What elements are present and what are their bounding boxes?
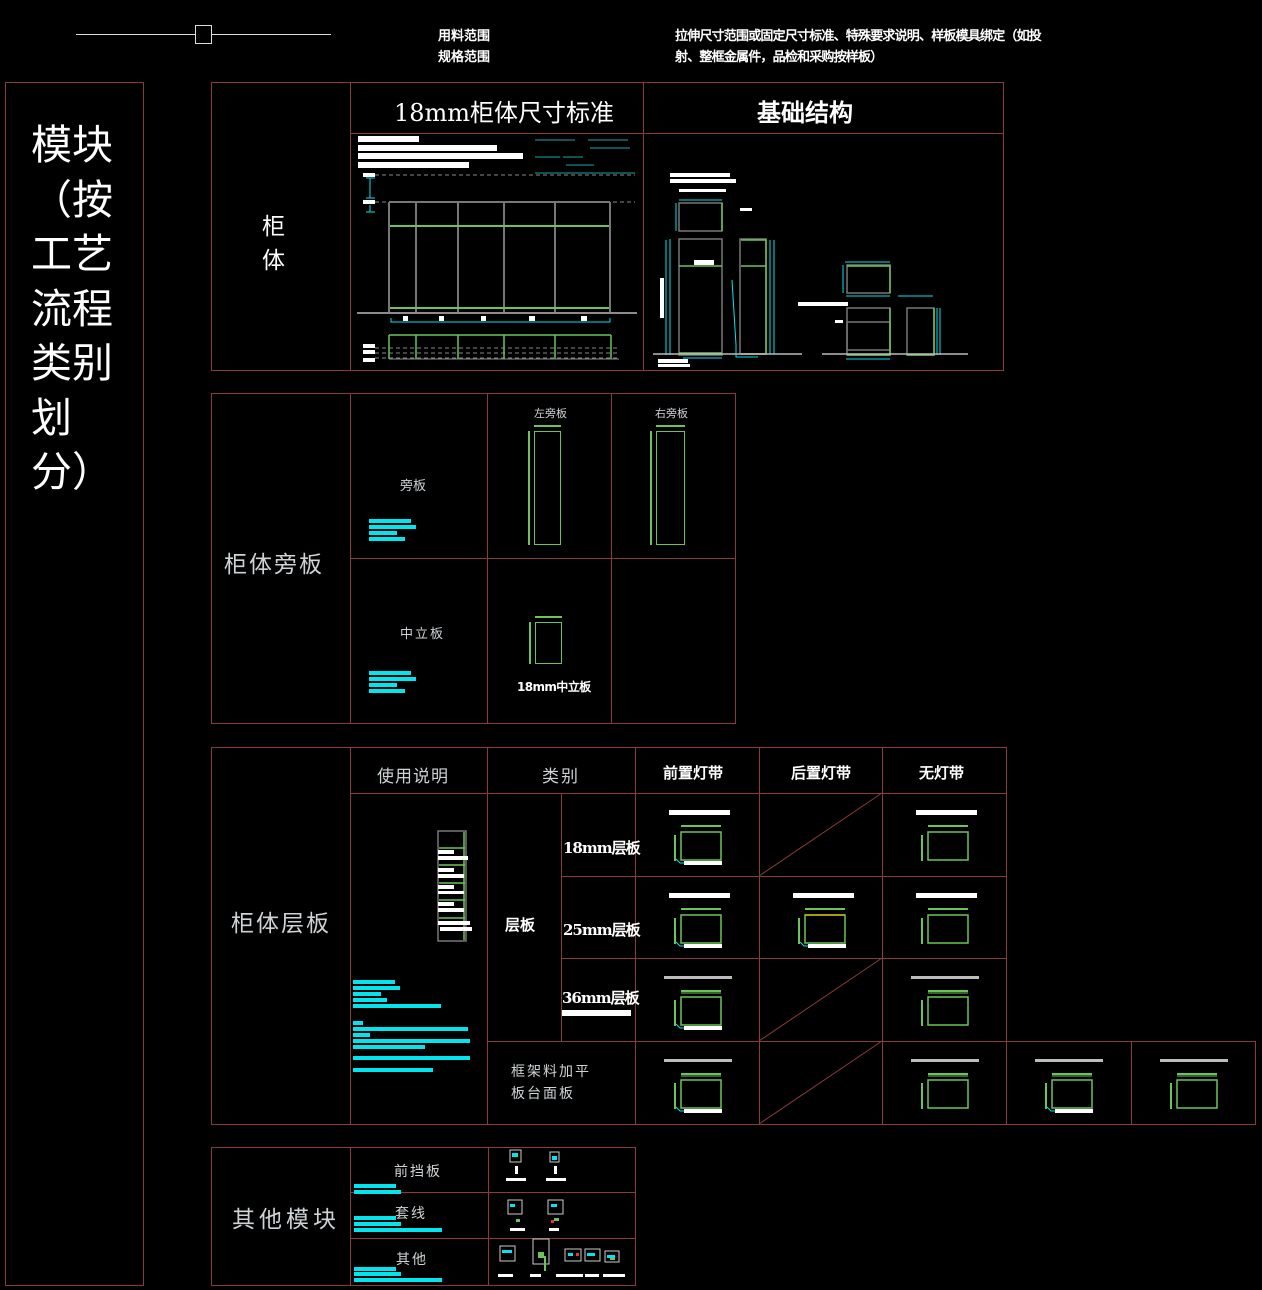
other-row-misc: 其他 xyxy=(396,1252,428,1268)
note-bar xyxy=(916,893,977,898)
section-cabinet-frame xyxy=(211,82,1004,371)
note-bar xyxy=(358,153,523,159)
note-bar xyxy=(1160,1059,1228,1062)
shelf-section-thumbnail xyxy=(916,810,977,861)
note-bar xyxy=(664,976,732,979)
note-bar xyxy=(793,893,854,898)
na-diagonal xyxy=(758,1040,883,1125)
note-bar xyxy=(669,810,730,815)
shelf-section-thumbnail xyxy=(911,1059,979,1109)
cabinet-standard-title: 18mm柜体尺寸标准 xyxy=(394,99,615,127)
middle-panel-row-label: 中立板 xyxy=(400,627,446,642)
header-front-light: 前置灯带 xyxy=(663,764,724,782)
note-bar xyxy=(911,1059,979,1062)
header-no-light: 无灯带 xyxy=(919,764,965,782)
right-panel-label: 右旁板 xyxy=(655,407,688,420)
other-modules-thumbnails xyxy=(498,1149,625,1277)
header-category: 类别 xyxy=(542,767,580,787)
note-bar xyxy=(808,944,846,948)
section-other-label: 其他模块 xyxy=(232,1207,340,1233)
note-bar xyxy=(916,810,977,815)
shelf-row-36mm: 36mm层板 xyxy=(562,989,640,1007)
section-cabinet-label: 柜体 xyxy=(262,214,285,274)
header-usage: 使用说明 xyxy=(377,767,449,787)
section-shelf-frame xyxy=(211,747,1007,1125)
annotation-notes xyxy=(535,139,635,174)
other-row-trim: 套线 xyxy=(395,1206,427,1222)
header-rear-light: 后置灯带 xyxy=(791,764,852,782)
note-bar xyxy=(1055,1109,1093,1113)
section-side-label: 柜体旁板 xyxy=(224,552,324,578)
note-bar xyxy=(358,136,419,142)
shelf-section-thumbnail xyxy=(911,976,979,1026)
cabinet-elevation-lines xyxy=(357,173,637,362)
shelf-section-thumbnail xyxy=(1160,1059,1228,1109)
sidebar-title-line: （按 xyxy=(31,175,113,224)
legend-box-symbol xyxy=(195,25,212,44)
sidebar-title-line: 划 xyxy=(31,393,72,442)
sidebar-title-line: 模块 xyxy=(31,121,113,169)
shelf-row-25mm: 25mm层板 xyxy=(563,921,641,939)
na-diagonal xyxy=(758,957,883,1042)
legend-note-line1: 拉伸尺寸范围或固定尺寸标准、特殊要求说明、样板模具绑定（如投 xyxy=(675,29,1042,44)
shelf-section-thumbnail xyxy=(916,893,977,944)
shelf-section-thumbnail xyxy=(664,976,732,1030)
shelf-section-thumbnail xyxy=(793,893,854,948)
sidebar-title-frame xyxy=(5,82,144,1286)
basic-structure-title: 基础结构 xyxy=(757,98,853,127)
note-bar xyxy=(684,944,722,948)
shelf-section-thumbnail xyxy=(669,810,730,865)
usage-drawing xyxy=(437,830,472,942)
na-diagonal xyxy=(758,792,883,877)
left-panel-label: 左旁板 xyxy=(534,407,567,420)
sidebar-title-line: 工艺 xyxy=(31,230,113,278)
legend-scope-2: 规格范围 xyxy=(438,50,491,65)
note-bar xyxy=(684,1026,722,1030)
shelf-group-label: 层板 xyxy=(505,916,536,934)
sidebar-title: 模块 （按 工艺 流程 类别 划 分） xyxy=(31,118,131,500)
legend-note-line2: 射、整框金属件，品检和采购按样板） xyxy=(675,50,883,65)
basic-structure-drawing xyxy=(653,173,968,367)
shelf-section-thumbnail xyxy=(664,1059,732,1113)
frame-row-label-line2: 板台面板 xyxy=(511,1086,575,1102)
note-bar xyxy=(669,893,730,898)
sidebar-title-line: 流程 xyxy=(31,284,113,333)
side-panel-row-label: 旁板 xyxy=(400,479,427,494)
section-shelf-label: 柜体层板 xyxy=(231,911,331,937)
shelf-row-18mm: 18mm层板 xyxy=(563,839,641,857)
sidebar-title-line: 分） xyxy=(31,448,113,496)
note-bar xyxy=(358,162,469,168)
note-bar xyxy=(358,145,497,151)
sidebar-title-line: 类别 xyxy=(31,339,113,387)
shelf-section-thumbnail xyxy=(1035,1059,1103,1113)
note-bar xyxy=(1035,1059,1103,1062)
note-bar xyxy=(684,1109,722,1113)
section-other-frame xyxy=(211,1147,636,1286)
note-bar xyxy=(562,1010,631,1016)
middle-panel-label: 18mm中立板 xyxy=(517,680,591,694)
note-bar xyxy=(911,976,979,979)
legend-scope-1: 用料范围 xyxy=(438,29,491,44)
shelf-section-thumbnail xyxy=(669,893,730,948)
note-bar xyxy=(664,1059,732,1062)
note-bar xyxy=(684,861,722,865)
other-row-front-baffle: 前挡板 xyxy=(394,1164,442,1180)
frame-row-label-line1: 框架料加平 xyxy=(511,1064,591,1080)
